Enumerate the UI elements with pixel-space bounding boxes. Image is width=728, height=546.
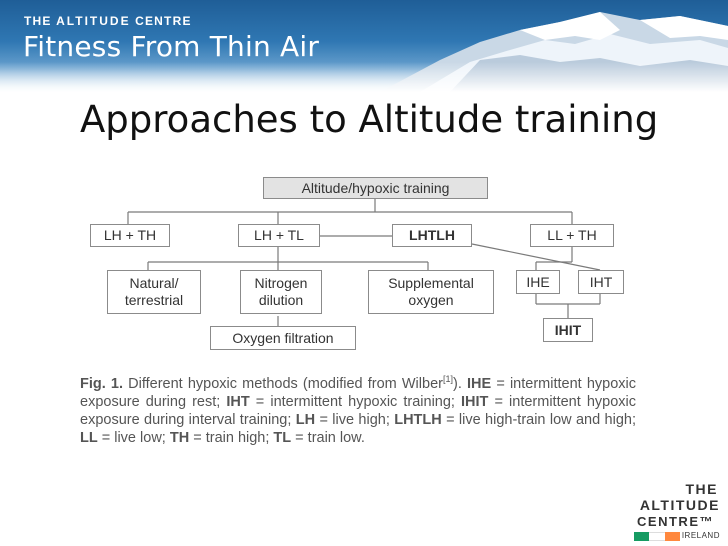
connector-lhtlh-iht [471,243,601,271]
node-root: Altitude/hypoxic training [263,177,488,199]
node-natural: Natural/ terrestrial [107,270,201,314]
node-supplemental: Supplemental oxygen [368,270,494,314]
logo-line-ireland: IRELAND [681,531,720,540]
slide-title: Approaches to Altitude training [80,98,659,141]
altitude-centre-logo: THE ALTITUDE CENTRE™ IRELAND [630,481,720,543]
node-ihe: IHE [516,270,560,294]
figure-caption: Fig. 1. Different hypoxic methods (modif… [80,374,636,446]
header-banner: THE ALTITUDE CENTRE Fitness From Thin Ai… [0,0,728,92]
node-lhtlh: LHTLH [392,224,472,247]
brand-tagline-small: THE ALTITUDE CENTRE [24,14,192,28]
logo-line-centre: CENTRE™ [637,514,714,529]
logo-line-the: THE [685,481,718,497]
node-lhtl: LH + TL [238,224,320,247]
flag-stripe-white [649,532,665,541]
node-nitrogen: Nitrogen dilution [240,270,322,314]
banner-fade [0,62,728,92]
node-oxygen-filtration: Oxygen filtration [210,326,356,350]
logo-line-altitude: ALTITUDE [639,497,720,513]
flag-stripe-green [634,532,650,541]
diagram-connectors [127,199,601,326]
brand-tagline: Fitness From Thin Air [23,30,320,63]
node-lhth: LH + TH [90,224,170,247]
node-ihit: IHIT [543,318,593,342]
hypoxic-methods-diagram: Altitude/hypoxic training LH + TH LH + T… [80,170,650,460]
node-iht: IHT [578,270,624,294]
node-llth: LL + TH [530,224,614,247]
caption-fig-label: Fig. 1. [80,375,124,392]
flag-stripe-orange [664,532,680,541]
caption-reference: [1] [442,374,453,384]
irish-flag-icon [634,532,680,541]
